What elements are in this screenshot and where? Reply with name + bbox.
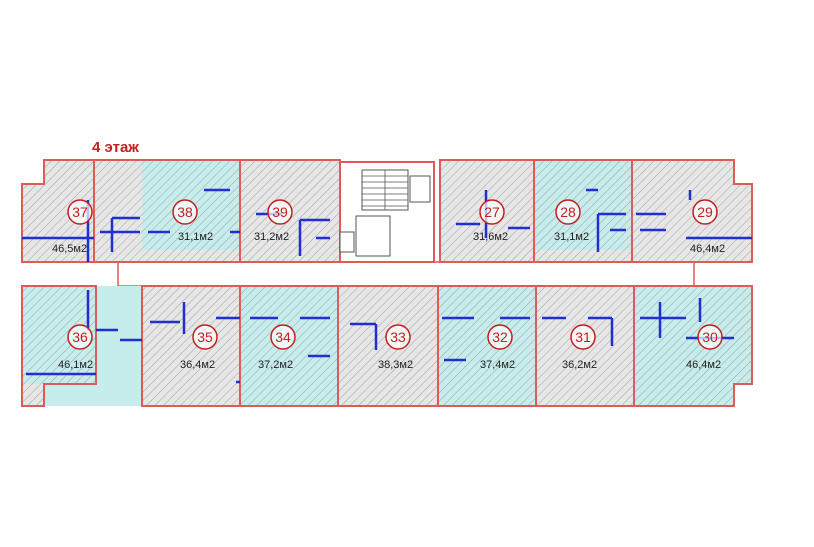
- apartment-area: 38,3м2: [378, 359, 413, 371]
- apartment-outline: [141, 285, 241, 407]
- apartment-38[interactable]: [93, 159, 241, 263]
- apartment-outline: [633, 285, 753, 407]
- apartment-32[interactable]: [437, 285, 537, 407]
- apartment-outline: [533, 159, 633, 263]
- apartment-number-circle: [67, 199, 93, 225]
- stair-core: [339, 161, 435, 263]
- apartment-35[interactable]: [141, 285, 241, 407]
- apartment-number: 34: [275, 329, 291, 345]
- apartment-number-circle: [385, 324, 411, 350]
- apartment-number-circle: [192, 324, 218, 350]
- apartment-area: 46,4м2: [690, 243, 725, 255]
- apartment-area: 31,2м2: [254, 231, 289, 243]
- apartment-33[interactable]: [337, 285, 439, 407]
- apartment-28[interactable]: [533, 159, 633, 263]
- apartment-number: 36: [72, 329, 88, 345]
- apartment-labels: 37 46,5м2 38 31,1м2 39 31,2м2 27 31,6м2 28 31,1м2…: [52, 199, 725, 371]
- apartment-number: 32: [492, 329, 508, 345]
- apartment-29[interactable]: [631, 159, 753, 263]
- apartment-number-circle: [692, 199, 718, 225]
- apartment-number: 29: [697, 204, 713, 220]
- apartment-outline: [337, 285, 439, 407]
- apartment-number-circle: [67, 324, 93, 350]
- apartment-number-circle: [697, 324, 723, 350]
- apartment-outline: [93, 159, 241, 263]
- floor-label: 4 этаж: [92, 139, 139, 156]
- apartment-number: 38: [177, 204, 193, 220]
- interior-partitions: [22, 188, 752, 384]
- apartment-area: 46,1м2: [58, 359, 93, 371]
- apartment-area: 36,4м2: [180, 359, 215, 371]
- apartment-number: 35: [197, 329, 213, 345]
- apartment-number-circle: [570, 324, 596, 350]
- apartment-area: 31,1м2: [554, 231, 589, 243]
- apartment-number-circle: [267, 199, 293, 225]
- apartment-37[interactable]: [21, 159, 95, 263]
- apartment-units: [21, 159, 753, 407]
- apartment-area: 37,2м2: [258, 359, 293, 371]
- apartment-area: 46,5м2: [52, 243, 87, 255]
- apartment-number-circle: [479, 199, 505, 225]
- apartment-number: 33: [390, 329, 406, 345]
- apartment-outline: [21, 285, 97, 407]
- apartment-number-circle: [270, 324, 296, 350]
- apartment-number: 27: [484, 204, 500, 220]
- apartment-area: 46,4м2: [686, 359, 721, 371]
- apartment-number-circle: [487, 324, 513, 350]
- apartment-outline: [437, 285, 537, 407]
- apartment-30[interactable]: [633, 285, 753, 407]
- apartment-number-circle: [555, 199, 581, 225]
- apartment-outline: [631, 159, 753, 263]
- apartment-number: 30: [702, 329, 718, 345]
- apartment-number: 31: [575, 329, 591, 345]
- corridor: [117, 261, 695, 287]
- apartment-number: 39: [272, 204, 288, 220]
- apartment-number: 28: [560, 204, 576, 220]
- apartment-area: 31,6м2: [473, 231, 508, 243]
- apartment-area: 31,1м2: [178, 231, 213, 243]
- apartment-number-circle: [172, 199, 198, 225]
- apartment-area: 37,4м2: [480, 359, 515, 371]
- apartment-number: 37: [72, 204, 88, 220]
- apartment-area: 36,2м2: [562, 359, 597, 371]
